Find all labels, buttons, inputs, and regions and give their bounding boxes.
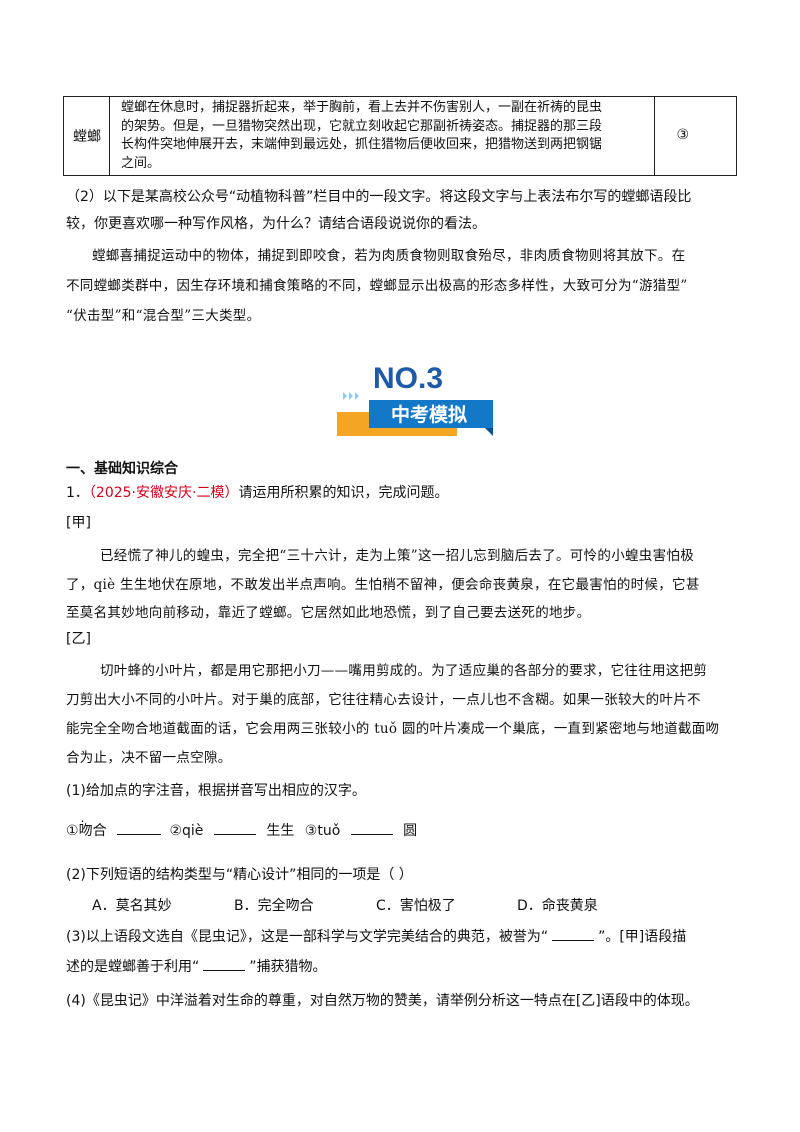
jia-label: [甲] xyxy=(66,515,91,531)
question-1: 1．（2025·安徽安庆·二模）请运用所积累的知识，完成问题。 xyxy=(66,482,448,502)
question-number: 1． xyxy=(66,485,89,501)
banner-number: NO.3 xyxy=(373,362,443,395)
jia-line: 了，qiè 生生地伏在原地，不敢发出半点声响。生怕稍不留神，便会命丧黄泉，在它最… xyxy=(66,577,700,593)
answer-blank[interactable] xyxy=(552,928,595,941)
yi-line: 刀剪出大小不同的小叶片。对于巢的底部，它往往精心去设计，一点儿也不含糊。如果一张… xyxy=(66,692,701,708)
insect-description: 螳螂在休息时，捕捉器折起来，举于胸前，看上去并不伤害别人，一副在祈祷的昆虫 的架… xyxy=(121,99,651,173)
q2-line: （2）以下是某高校公众号“动植物科普”栏目中的一段文字。将这段文字与上表法布尔写… xyxy=(66,189,692,205)
subq3-line1: (3)以上语段文选自《昆虫记》，这是一部科学与文学完美结合的典范，被誉为“ ”。[… xyxy=(66,926,686,946)
subq4-text: (4)《昆虫记》中洋溢着对生命的尊重，对自然万物的赞美，请举例分析这一特点在[乙… xyxy=(66,993,699,1009)
answer-blank[interactable] xyxy=(213,822,256,835)
section-banner: NO.3 中考模拟 xyxy=(335,360,495,440)
insect-table-row: 螳螂 螳螂在休息时，捕捉器折起来，举于胸前，看上去并不伤害别人，一副在祈祷的昆虫… xyxy=(63,96,737,176)
table-cell-mark: ③ xyxy=(654,97,736,175)
yi-line: 能完全全吻合地道截面的话，它会用两三张较小的 tuǒ 圆的叶片凑成一个巢底，一直… xyxy=(66,721,720,737)
passage-line: “伏击型”和“混合型”三大类型。 xyxy=(66,308,261,324)
item-mark: ① xyxy=(66,823,79,839)
jia-line: 至莫名其妙地向前移动，靠近了螳螂。它居然如此地恐慌，到了自己要去送死的地步。 xyxy=(66,605,591,621)
desc-line: 的架势。但是，一旦猎物突然出现，它就立刻收起它那副祈祷姿态。捕捉器的那三段 xyxy=(121,118,603,134)
option-c[interactable]: C．害怕极了 xyxy=(376,898,456,914)
subq3-text: ”。[甲]语段描 xyxy=(598,929,687,945)
yi-line: 切叶蜂的小叶片，都是用它那把小刀——嘴用剪成的。为了适应巢的各部分的要求，它往往… xyxy=(100,663,708,679)
item-pinyin: ②qiè xyxy=(169,823,204,839)
subq3-text: 述的是螳螂善于利用“ xyxy=(66,959,200,975)
item-pinyin: ③tuǒ xyxy=(304,823,341,839)
q2-line: 较，你更喜欢哪一种写作风格，为什么？请结合语段说说你的看法。 xyxy=(66,216,486,232)
banner-label: 中考模拟 xyxy=(391,403,467,426)
option-a[interactable]: A．莫名其妙 xyxy=(92,898,172,914)
section-heading: 一、基础知识综合 xyxy=(66,461,178,477)
yi-line: 合为止，决不留一点空隙。 xyxy=(66,750,232,766)
dotted-char: 吻 xyxy=(79,823,93,839)
subq1-items: ①吻合 ②qiè 生生 ③tuǒ 圆 xyxy=(66,820,417,840)
item-after: 生生 xyxy=(266,823,295,839)
banner-blue-bar xyxy=(369,400,493,428)
table-cell-name: 螳螂 xyxy=(64,97,110,175)
desc-line: 长构件突地伸展开去，末端伸到最远处，抓住猎物后便收回来，把猎物送到两把钢锯 xyxy=(121,137,603,152)
insect-name: 螳螂 xyxy=(73,129,101,145)
passage-line: 螳螂喜捕捉运动中的物体，捕捉到即咬食，若为肉质食物则取食殆尽，非肉质食物则将其放… xyxy=(92,248,686,264)
subq2-text: (2)下列短语的结构类型与“精心设计”相同的一项是（ ） xyxy=(66,867,413,883)
banner-graphic: NO.3 中考模拟 xyxy=(337,362,493,436)
option-b[interactable]: B．完全吻合 xyxy=(234,898,314,914)
subq3-text: (3)以上语段文选自《昆虫记》，这是一部科学与文学完美结合的典范，被誉为“ xyxy=(66,929,549,945)
subq1-text: (1)给加点的字注音，根据拼音写出相应的汉字。 xyxy=(66,783,366,799)
subq3-line2: 述的是螳螂善于利用“ ”捕获猎物。 xyxy=(66,956,327,976)
subq3-text: ”捕获猎物。 xyxy=(249,959,327,975)
banner-fold xyxy=(485,428,493,436)
jia-line: 已经慌了神儿的蝗虫，完全把“三十六计，走为上策”这一招儿忘到脑后去了。可怜的小蝗… xyxy=(100,548,695,564)
item-rest: 合 xyxy=(92,823,107,839)
option-d[interactable]: D．命丧黄泉 xyxy=(517,898,598,914)
answer-blank[interactable] xyxy=(350,822,393,835)
yi-label: [乙] xyxy=(66,631,91,647)
answer-blank[interactable] xyxy=(203,958,246,971)
answer-blank[interactable] xyxy=(117,822,162,835)
desc-line: 之间。 xyxy=(121,155,161,171)
answer-mark: ③ xyxy=(676,127,689,143)
desc-line: 螳螂在休息时，捕捉器折起来，举于胸前，看上去并不伤害别人，一副在祈祷的昆虫 xyxy=(121,100,603,115)
question-text: 请运用所积累的知识，完成问题。 xyxy=(238,485,449,501)
item-after: 圆 xyxy=(403,823,418,839)
passage-line: 不同螳螂类群中，因生存环境和捕食策略的不同，螳螂显示出极高的形态多样性，大致可分… xyxy=(66,278,688,294)
question-source: （2025·安徽安庆·二模） xyxy=(88,485,239,501)
